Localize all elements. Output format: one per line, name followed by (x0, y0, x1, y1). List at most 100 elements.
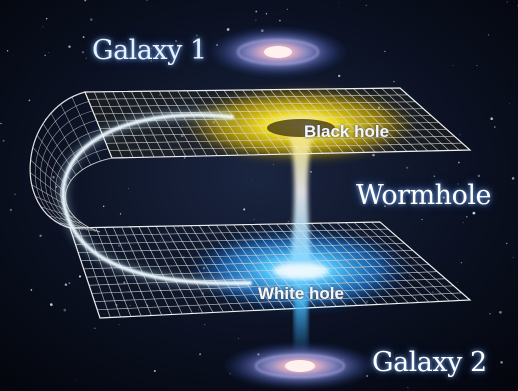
star (384, 50, 386, 53)
star (6, 50, 9, 52)
star (255, 19, 257, 21)
star (457, 183, 459, 185)
star (477, 174, 481, 178)
star (48, 51, 50, 53)
star (63, 308, 67, 312)
star (452, 65, 454, 66)
star (500, 361, 503, 364)
star (180, 134, 184, 137)
star (44, 54, 46, 57)
star (105, 242, 106, 243)
star (118, 324, 120, 326)
star (494, 126, 496, 128)
star (506, 242, 508, 244)
star (458, 161, 460, 164)
star (255, 10, 258, 13)
star (459, 134, 461, 136)
star (140, 230, 141, 232)
star (64, 283, 68, 287)
star (243, 208, 246, 211)
star (365, 4, 367, 6)
star (45, 17, 48, 20)
star (273, 164, 275, 166)
star (75, 379, 76, 381)
wormhole-label: Wormhole (356, 180, 491, 211)
galaxy-1-label: Galaxy 1 (92, 35, 207, 66)
star (338, 74, 341, 78)
star (511, 177, 515, 180)
star (129, 304, 131, 307)
star (407, 387, 409, 389)
star (516, 5, 518, 6)
star (204, 324, 206, 326)
star (310, 171, 312, 173)
star (421, 218, 423, 221)
star (175, 39, 178, 43)
star (2, 139, 5, 142)
star (103, 205, 105, 207)
star (462, 221, 464, 223)
star (119, 213, 122, 215)
star (123, 281, 126, 284)
star (117, 244, 121, 247)
star (84, 0, 87, 2)
star (509, 103, 510, 104)
star (82, 36, 85, 39)
star (28, 99, 31, 102)
star (499, 310, 502, 314)
star (55, 186, 58, 188)
star (14, 193, 16, 196)
star (433, 175, 436, 177)
star (89, 18, 93, 21)
star (456, 281, 458, 283)
white-hole-icon (273, 263, 329, 279)
star (78, 275, 82, 278)
star (465, 215, 468, 218)
star (512, 257, 514, 259)
star (460, 262, 463, 264)
star (489, 313, 491, 315)
star (49, 303, 53, 306)
black-hole-label: Black hole (304, 122, 390, 141)
star (286, 8, 288, 11)
star (183, 156, 186, 159)
star (146, 0, 148, 1)
star (196, 34, 198, 37)
star (338, 2, 340, 4)
folded-spacetime-bend (29, 91, 113, 233)
star (85, 57, 87, 59)
galaxy-2-label: Galaxy 2 (372, 347, 487, 378)
star (0, 122, 2, 125)
wormhole-throat (267, 119, 335, 360)
star (42, 26, 44, 28)
star (393, 80, 395, 83)
star (226, 28, 230, 31)
star (199, 353, 202, 356)
star (490, 117, 493, 120)
star (68, 45, 71, 48)
star (160, 240, 161, 242)
star (195, 57, 197, 59)
star (153, 370, 156, 372)
star (81, 51, 85, 54)
white-hole-beam (294, 260, 308, 360)
galaxy-2-icon (220, 342, 380, 390)
star (30, 289, 33, 291)
star (198, 308, 200, 310)
star (39, 234, 42, 238)
star (52, 176, 55, 179)
star (476, 65, 478, 67)
white-hole-label: White hole (258, 284, 344, 303)
star (238, 338, 239, 339)
star (279, 19, 281, 22)
star (150, 60, 152, 62)
star (94, 327, 96, 329)
star (287, 221, 289, 223)
star (472, 211, 476, 215)
star (265, 13, 268, 15)
star (252, 179, 253, 180)
star (414, 297, 417, 300)
star (506, 1, 508, 3)
